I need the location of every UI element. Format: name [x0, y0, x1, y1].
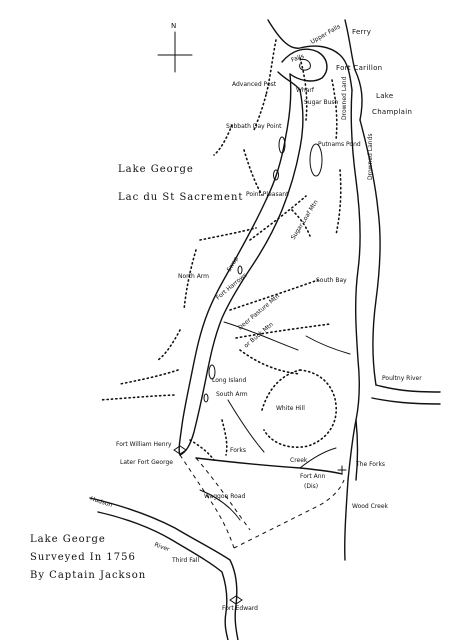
mountain-ridges: [99, 39, 342, 461]
inland-rivers: [195, 321, 351, 521]
north-label: N: [171, 22, 176, 30]
label-drowned-lands: Drowned Lands: [367, 134, 374, 181]
fort-markers: [173, 445, 347, 605]
label-wood-creek: Wood Creek: [352, 503, 389, 510]
label-ferry: Ferry: [352, 28, 371, 36]
caption-line3: By Captain Jackson: [30, 570, 146, 581]
label-drowned-land: Drowned Land: [341, 76, 348, 120]
caption-line1: Lake George: [30, 534, 106, 545]
label-point-pleasant: Point Pleasant: [246, 191, 289, 198]
label-white-hill: White Hill: [276, 405, 305, 412]
label-south-bay: South Bay: [316, 277, 347, 284]
label-upper-falls: Upper Falls: [310, 23, 342, 46]
label-north-arm: North Arm: [178, 273, 209, 280]
label-the-forks: The Forks: [355, 461, 385, 468]
lake-islands: [203, 136, 286, 403]
label-champlain: Champlain: [372, 108, 412, 116]
fort-william-henry-marker: [173, 445, 187, 455]
label-long-island: Long Island: [212, 377, 246, 384]
label-lake: Lake: [376, 92, 394, 100]
label-river: River: [153, 541, 171, 553]
compass-rose: N: [157, 22, 193, 73]
hudson-river: [89, 497, 239, 640]
label-fort-ann: Fort Ann: [300, 473, 326, 480]
label-hudson: Hudson: [89, 495, 113, 509]
label-waggon-road: Waggon Road: [204, 493, 245, 500]
label-sugar-bush: Sugar Bush: [304, 99, 339, 106]
label-fort-william-henry: Fort William Henry: [116, 441, 172, 448]
label-south-arm: South Arm: [216, 391, 248, 398]
lake-champlain-shoreline: [267, 19, 441, 561]
survey-caption: Lake George Surveyed In 1756 By Captain …: [30, 534, 146, 581]
label-forks: Forks: [230, 447, 246, 454]
label-sugar-loaf-mtn: Sugar Loaf Mtn: [290, 199, 320, 241]
roads: [179, 454, 345, 549]
label-sabbath-day-point: Sabbath Day Point: [226, 123, 282, 130]
caption-line2: Surveyed In 1756: [30, 552, 136, 563]
map-title-line1: Lake George: [118, 164, 194, 175]
label-creek: Creek: [290, 457, 308, 464]
label-putnams-pond: Putnams Pond: [318, 141, 361, 148]
label-fort-edward: Fort Edward: [222, 605, 258, 612]
label-later-fort-george: Later Fort George: [120, 459, 173, 466]
label-advanced-post: Advanced Post: [232, 81, 277, 88]
label-fort-carillon: Fort Carillon: [336, 64, 382, 72]
label-third-fall: Third Fall: [171, 557, 199, 564]
label-deer-pasture-mtn: Deer Pasture Mtn: [237, 293, 281, 332]
label-fort-ann-dis: (Dis): [304, 483, 318, 490]
map-title-line2: Lac du St Sacrement: [118, 192, 243, 203]
fort-ann-marker: [337, 465, 347, 475]
label-wharf: Wharf: [296, 87, 315, 94]
label-poultny-river: Poultny River: [382, 375, 422, 382]
label-falls: Falls: [290, 53, 305, 64]
fort-edward-marker: [229, 595, 243, 605]
putnams-pond-shape: [309, 143, 323, 177]
